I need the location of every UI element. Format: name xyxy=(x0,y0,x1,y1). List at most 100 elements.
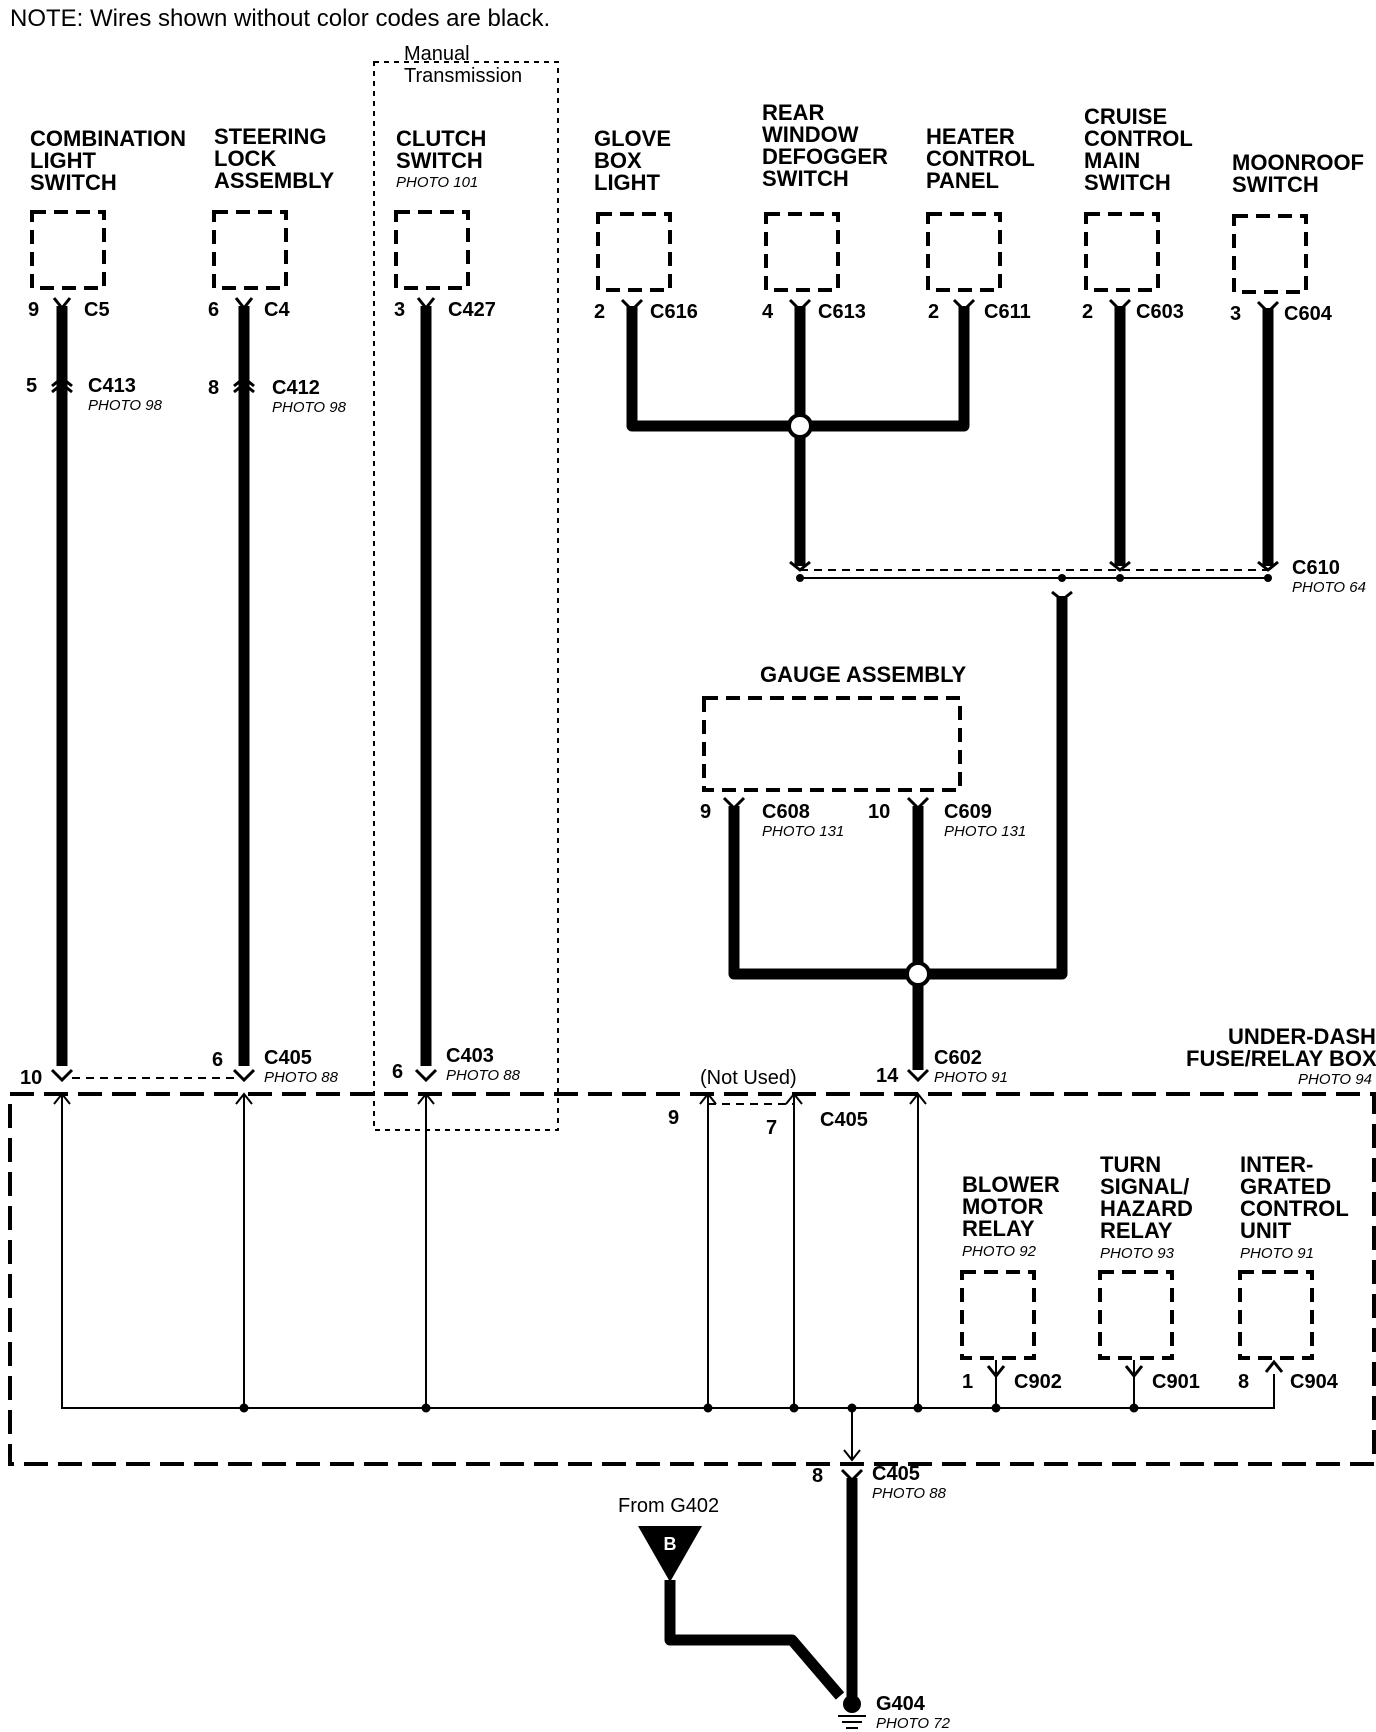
icu-connector: C904 xyxy=(1290,1371,1339,1393)
clutch-line-1: CLUTCH xyxy=(396,126,486,151)
manual-label-1: Manual xyxy=(404,43,470,65)
not-used-label: (Not Used) xyxy=(700,1067,797,1089)
icu-line-1: INTER- xyxy=(1240,1152,1313,1177)
gauge-assembly: GAUGE ASSEMBLY xyxy=(702,662,967,792)
cruise-line-1: CRUISE xyxy=(1084,104,1167,129)
icu-line-2: GRATED xyxy=(1240,1174,1331,1199)
glove-connector: C616 xyxy=(650,301,698,323)
under-dash-box xyxy=(8,1092,1376,1466)
blower-motor-relay: BLOWER MOTOR RELAY PHOTO 92 1 C902 xyxy=(960,1172,1062,1393)
splice-gauge xyxy=(905,961,931,987)
defog-line-1: REAR xyxy=(762,100,824,125)
ground-b-triangle-icon xyxy=(638,1526,702,1582)
glove-box-light: GLOVE BOX LIGHT 2 C616 xyxy=(594,126,698,323)
moon-pin: 3 xyxy=(1230,303,1241,325)
c405-a-pin: 6 xyxy=(212,1049,223,1071)
steer-connector: C4 xyxy=(264,299,290,321)
c904-jaw xyxy=(1264,1359,1284,1373)
cruise-connector: C603 xyxy=(1136,301,1184,323)
defog-pin: 4 xyxy=(762,301,774,323)
c405-b-pin-7: 7 xyxy=(766,1117,777,1139)
steer-box xyxy=(212,210,288,290)
clutch-pin: 3 xyxy=(394,299,405,321)
clutch-photo: PHOTO 101 xyxy=(396,174,478,191)
comb-line-3: SWITCH xyxy=(30,170,117,195)
clutch-switch: CLUTCH SWITCH PHOTO 101 3 C427 xyxy=(394,126,496,321)
steer-line-2: LOCK xyxy=(214,146,276,171)
udb-line-2: FUSE/RELAY BOX xyxy=(1186,1046,1376,1071)
blower-line-2: MOTOR xyxy=(962,1194,1044,1219)
cruise-line-3: MAIN xyxy=(1084,148,1140,173)
c412-photo: PHOTO 98 xyxy=(272,399,347,416)
c413-name: C413 xyxy=(88,375,136,397)
manual-transmission-frame xyxy=(373,61,559,1131)
c608-jaw xyxy=(722,796,746,811)
splice-upper xyxy=(787,413,813,439)
icu-box xyxy=(1238,1270,1314,1360)
icu-pin: 8 xyxy=(1238,1371,1249,1393)
c405-c-name: C405 xyxy=(872,1463,920,1485)
c602-photo: PHOTO 91 xyxy=(934,1069,1008,1086)
c610-dot-2 xyxy=(1058,574,1066,582)
c405-a-photo: PHOTO 88 xyxy=(264,1069,339,1086)
comb-line-1: COMBINATION xyxy=(30,126,186,151)
moon-line-1: MOONROOF xyxy=(1232,150,1364,175)
c403-jaw xyxy=(414,1068,438,1083)
steering-lock-assembly: STEERING LOCK ASSEMBLY 6 C4 xyxy=(208,124,335,321)
heater-line-2: CONTROL xyxy=(926,146,1035,171)
comb-line-2: LIGHT xyxy=(30,148,97,173)
turn-line-4: RELAY xyxy=(1100,1218,1173,1243)
turn-photo: PHOTO 93 xyxy=(1100,1245,1175,1262)
moon-line-2: SWITCH xyxy=(1232,172,1319,197)
c403-photo: PHOTO 88 xyxy=(446,1067,521,1084)
g404-name: G404 xyxy=(876,1693,926,1715)
c901-jaw xyxy=(1124,1365,1144,1379)
glove-box xyxy=(596,212,672,292)
comb-box xyxy=(30,210,106,290)
udb-photo: PHOTO 94 xyxy=(1298,1071,1372,1088)
moon-connector: C604 xyxy=(1284,303,1333,325)
cruise-pin: 2 xyxy=(1082,301,1093,323)
cruise-line-2: CONTROL xyxy=(1084,126,1193,151)
c902-jaw xyxy=(986,1365,1006,1379)
c608-photo: PHOTO 131 xyxy=(762,823,844,840)
combination-light-switch: COMBINATION LIGHT SWITCH 9 C5 xyxy=(28,126,186,321)
from-g402-label: From G402 xyxy=(618,1495,719,1517)
blower-line-3: RELAY xyxy=(962,1216,1035,1241)
c602-jaw xyxy=(906,1068,930,1083)
c610-dot-4 xyxy=(1264,574,1272,582)
steer-line-3: ASSEMBLY xyxy=(214,168,335,193)
wire-from-g402 xyxy=(664,1580,845,1700)
c412-name: C412 xyxy=(272,377,320,399)
defog-line-4: SWITCH xyxy=(762,166,849,191)
c413-photo: PHOTO 98 xyxy=(88,397,163,414)
clutch-line-2: SWITCH xyxy=(396,148,483,173)
defog-line-2: WINDOW xyxy=(762,122,859,147)
c405-b-name: C405 xyxy=(820,1109,868,1131)
ground-arrow xyxy=(843,1449,861,1462)
c610-photo: PHOTO 64 xyxy=(1292,579,1366,596)
bus-arrows xyxy=(53,1092,927,1105)
c610-dot-1 xyxy=(796,574,804,582)
icu-line-3: CONTROL xyxy=(1240,1196,1349,1221)
moonroof-switch: MOONROOF SWITCH 3 C604 xyxy=(1230,150,1364,325)
gauge-box xyxy=(702,696,962,792)
blower-photo: PHOTO 92 xyxy=(962,1243,1037,1260)
blower-pin: 1 xyxy=(962,1371,973,1393)
c609-name: C609 xyxy=(944,801,992,823)
cruise-box xyxy=(1084,212,1160,292)
c405-6-jaw xyxy=(232,1068,256,1083)
c609-pin: 10 xyxy=(868,801,890,823)
turn-connector: C901 xyxy=(1152,1371,1200,1393)
c608-pin: 9 xyxy=(700,801,711,823)
integrated-control-unit: INTER- GRATED CONTROL UNIT PHOTO 91 8 C9… xyxy=(1238,1152,1349,1393)
wire-c610-to-gauge xyxy=(728,596,1068,980)
heater-connector: C611 xyxy=(984,301,1031,323)
c403-pin: 6 xyxy=(392,1061,403,1083)
defog-box xyxy=(764,212,840,292)
c602-pin: 14 xyxy=(876,1065,899,1087)
c405-10-pin: 10 xyxy=(20,1067,42,1089)
turn-signal-hazard-relay: TURN SIGNAL/ HAZARD RELAY PHOTO 93 C901 xyxy=(1098,1152,1200,1393)
c405-c-pin: 8 xyxy=(812,1465,823,1487)
